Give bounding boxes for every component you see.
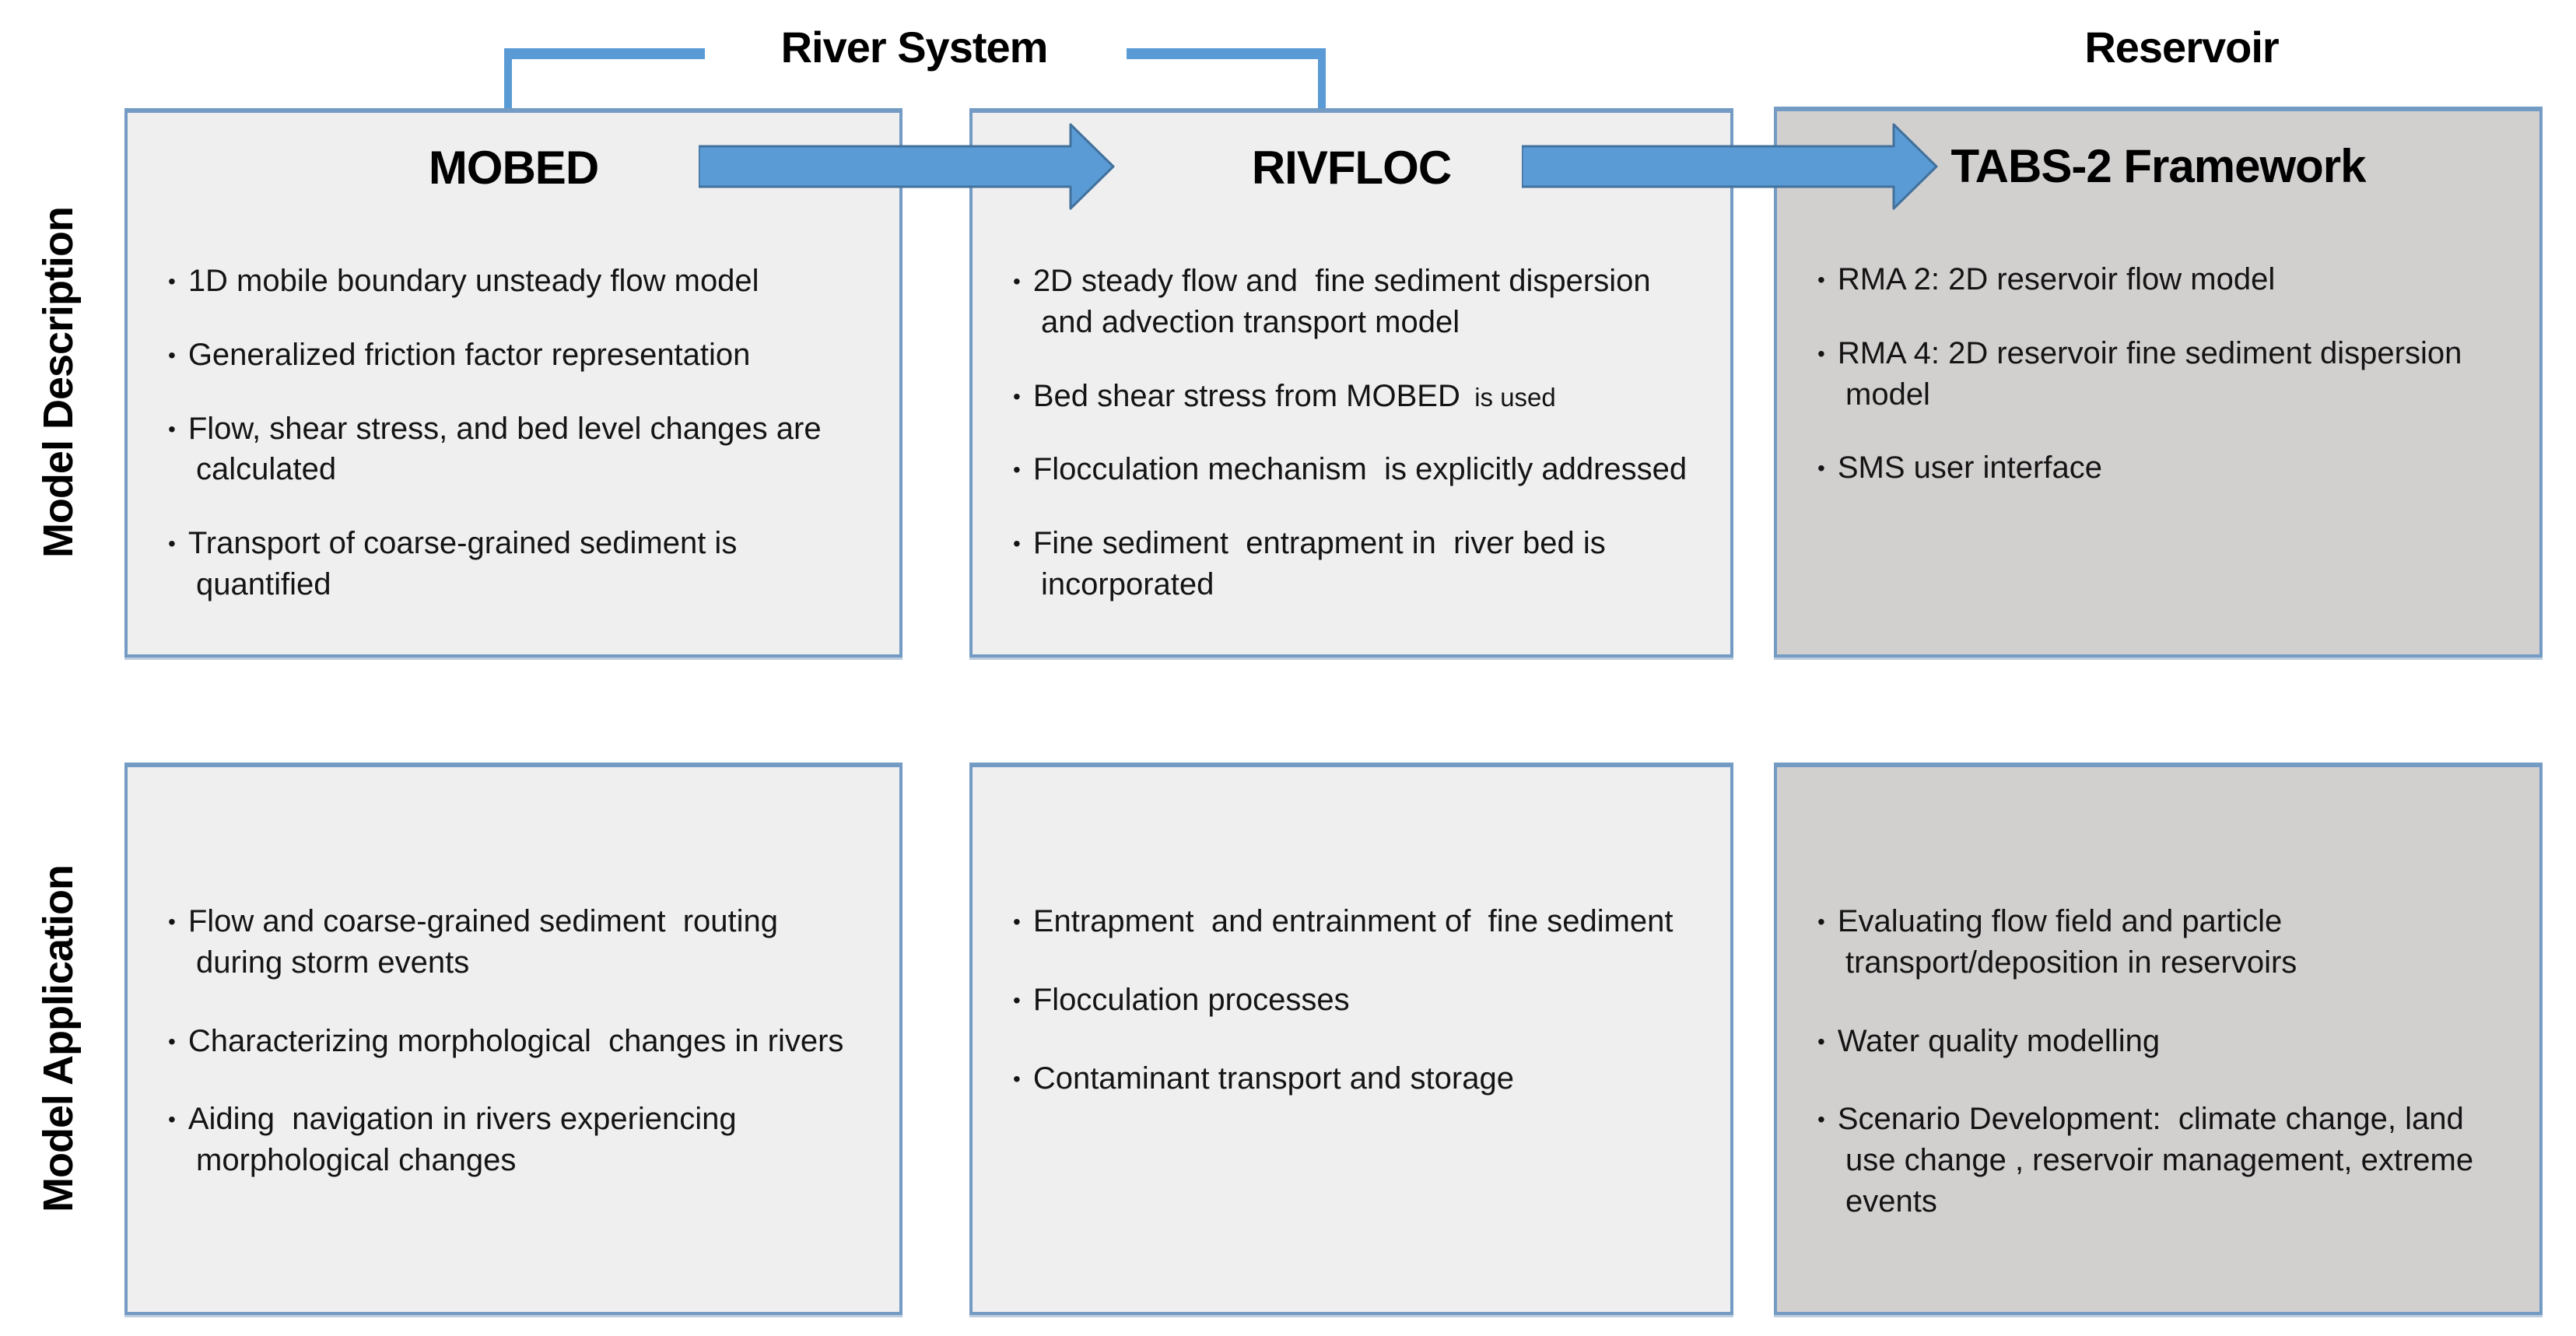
mobed-description-list: •1D mobile boundary unsteady flow model … <box>128 195 899 605</box>
bullet-dot: • <box>168 342 176 367</box>
bullet-dot: • <box>1013 458 1021 482</box>
bracket-connector-line <box>504 48 512 112</box>
list-item: • Bed shear stress from MOBED is used <box>1013 376 1701 417</box>
list-item-text: Flow and coarse-grained sediment routing… <box>188 904 787 980</box>
flow-arrow-icon <box>699 123 1115 210</box>
reservoir-title: Reservoir <box>2084 23 2279 72</box>
bracket-connector-line <box>1318 48 1326 112</box>
list-item: • Aiding navigation in rivers experiencin… <box>168 1099 870 1181</box>
list-item-text: Characterizing morphological changes in … <box>188 1023 844 1058</box>
panel-tabs2-application: • Evaluating flow field and particle tran… <box>1774 763 2543 1315</box>
bracket-line <box>504 48 705 59</box>
panel-mobed-description: MOBED • 1D mobile boundary unsteady flow … <box>124 108 902 657</box>
list-item-text: Scenario Development: climate change, la… <box>1837 1102 2483 1219</box>
list-item-text: Flocculation mechanism is explicitly add… <box>1032 452 1688 487</box>
mobed-application-list: • Flow and coarse-grained sediment routin… <box>128 767 899 1181</box>
river-system-title: River System <box>780 23 1049 72</box>
bullet-dot: • <box>168 531 176 556</box>
rivfloc-application-list: • Entrapment and entrainment of fine sedi… <box>973 767 1730 1099</box>
list-item: • Transport of coarse-grained sediment is… <box>168 523 870 605</box>
list-item-text: RMA 4: 2D reservoir fine sediment disper… <box>1837 335 2471 412</box>
list-item: • Contaminant transport and storage <box>1013 1058 1701 1099</box>
bullet-dot: • <box>1013 1066 1021 1091</box>
list-item-text: Transport of coarse-grained sediment is … <box>188 526 746 601</box>
list-item-text: Evaluating flow field and particle trans… <box>1837 904 2297 980</box>
list-item-text: Water quality modelling <box>1837 1023 2161 1058</box>
list-item-text: RMA 2: 2D reservoir flow model <box>1837 262 2276 296</box>
list-item: • RMA 4: 2D reservoir fine sediment dispe… <box>1817 333 2510 416</box>
panel-rivfloc-description: RIVFLOC • 2D steady flow and fine sedimen… <box>969 108 1733 657</box>
list-item-text: Flow, shear stress, and bed level change… <box>188 411 830 487</box>
bullet-dot: • <box>168 910 176 934</box>
list-item-text: SMS user interface <box>1837 451 2102 486</box>
list-item-text: Flocculation processes <box>1032 982 1350 1017</box>
list-item: • Entrapment and entrainment of fine sedi… <box>1013 901 1701 942</box>
mobed-header: MOBED <box>428 142 599 194</box>
list-item: • Fine sediment entrapment in river bed i… <box>1013 523 1701 605</box>
row-label-model-description: Model Description <box>0 108 117 657</box>
list-item: • Flow, shear stress, and bed level chang… <box>168 409 870 491</box>
bullet-dot: • <box>1817 1029 1825 1054</box>
bullet-dot: • <box>168 269 176 293</box>
bullet-dot: • <box>168 1107 176 1132</box>
bullet-dot: • <box>168 416 176 441</box>
list-item-text: Fine sediment entrapment in river bed is… <box>1032 526 1614 601</box>
flow-arrow-icon <box>1522 123 1938 210</box>
list-item-text: Entrapment and entrainment of fine sedim… <box>1032 904 1674 938</box>
list-item: • Flocculation mechanism is explicitly ad… <box>1013 449 1701 490</box>
list-item-text: Generalized friction factor representati… <box>188 337 751 372</box>
list-item: • Flow and coarse-grained sediment routin… <box>168 901 870 984</box>
list-item-text: Contaminant transport and storage <box>1032 1061 1514 1096</box>
row-label-text: Model Application <box>35 865 82 1212</box>
list-item: • Evaluating flow field and particle tran… <box>1817 901 2510 984</box>
tabs2-header: TABS-2 Framework <box>1950 140 2366 192</box>
tabs2-application-list: • Evaluating flow field and particle tran… <box>1777 767 2539 1222</box>
list-item: • Characterizing morphological changes in… <box>168 1021 870 1062</box>
list-item: • Scenario Development: climate change, l… <box>1817 1099 2510 1222</box>
bullet-dot: • <box>1817 268 1825 292</box>
bullet-dot: • <box>1013 269 1021 293</box>
list-item: • 1D mobile boundary unsteady flow model <box>168 261 870 302</box>
bullet-dot: • <box>1013 384 1021 409</box>
list-item: • SMS user interface <box>1817 447 2510 489</box>
rivfloc-description-list: • 2D steady flow and fine sediment disper… <box>973 195 1730 605</box>
list-item: • Generalized friction factor representat… <box>168 335 870 376</box>
list-item: • 2D steady flow and fine sediment disper… <box>1013 261 1701 343</box>
row-label-text: Model Description <box>35 207 82 559</box>
bullet-dot: • <box>1817 341 1825 366</box>
tabs2-description-list: • RMA 2: 2D reservoir flow model • RMA 4: … <box>1777 193 2539 489</box>
list-item: • Flocculation processes <box>1013 980 1701 1021</box>
bullet-dot: • <box>1817 456 1825 481</box>
bullet-dot: • <box>168 1029 176 1054</box>
list-item-text: Bed shear stress from MOBED <box>1032 378 1460 413</box>
list-item: • RMA 2: 2D reservoir flow model <box>1817 259 2510 300</box>
bullet-dot: • <box>1013 910 1021 934</box>
list-item-text: Aiding navigation in rivers experiencing… <box>188 1102 745 1178</box>
rivfloc-header: RIVFLOC <box>1251 142 1452 194</box>
list-item-suffix-text: is used <box>1460 382 1556 412</box>
row-label-model-application: Model Application <box>0 763 117 1315</box>
bullet-dot: • <box>1013 987 1021 1012</box>
list-item-text: 1D mobile boundary unsteady flow model <box>188 264 759 298</box>
bullet-dot: • <box>1817 1107 1825 1132</box>
list-item: • Water quality modelling <box>1817 1021 2510 1062</box>
list-item-text: 2D steady flow and fine sediment dispers… <box>1032 264 1660 339</box>
bullet-dot: • <box>1013 531 1021 556</box>
bracket-line <box>1127 48 1326 59</box>
panel-rivfloc-application: • Entrapment and entrainment of fine sedi… <box>969 763 1733 1315</box>
bullet-dot: • <box>1817 910 1825 934</box>
panel-mobed-application: • Flow and coarse-grained sediment routin… <box>124 763 902 1315</box>
